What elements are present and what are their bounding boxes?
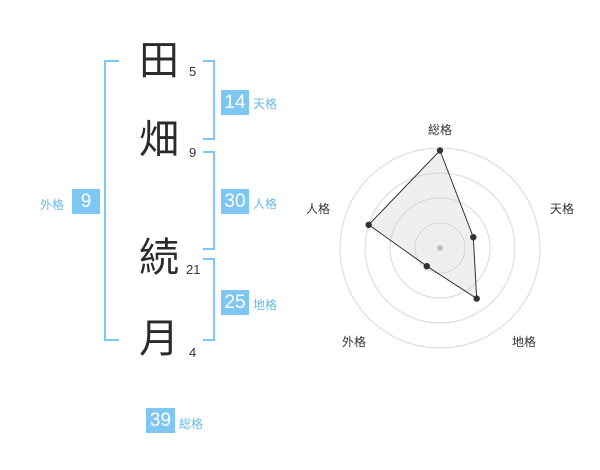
soukaku-label: 総格 bbox=[179, 417, 204, 431]
radar-ring bbox=[389, 197, 491, 299]
tenkaku-value: 14 bbox=[221, 90, 249, 115]
radar-point-1 bbox=[436, 147, 444, 154]
tenkaku-label: 天格 bbox=[253, 97, 278, 111]
radar-label-chikaku: 地格 bbox=[512, 334, 536, 349]
radar-label-tenkaku: 天格 bbox=[550, 201, 574, 216]
chikaku-value: 25 bbox=[221, 290, 249, 315]
name-char-1: 田 bbox=[139, 38, 179, 84]
radar-polygon bbox=[367, 149, 478, 300]
chikaku-label: 地格 bbox=[253, 298, 278, 312]
radar-label-jinkaku: 人格 bbox=[306, 201, 330, 216]
gaikaku-value: 9 bbox=[72, 189, 100, 214]
radar-point-4 bbox=[423, 263, 430, 270]
radar-label-gaikaku: 外格 bbox=[342, 334, 366, 349]
name-char-3: 続 bbox=[139, 235, 179, 281]
stroke-count-3: 21 bbox=[186, 262, 201, 277]
name-char-4: 月 bbox=[139, 316, 179, 362]
stroke-count-2: 9 bbox=[189, 145, 197, 160]
soukaku-value: 39 bbox=[146, 408, 175, 433]
jinkaku-bracket bbox=[203, 151, 215, 250]
radar-point-2 bbox=[470, 234, 477, 241]
gaikaku-bracket bbox=[104, 60, 119, 341]
radar-point-5 bbox=[365, 221, 372, 228]
radar-label-soukaku: 総格 bbox=[428, 122, 452, 137]
radar-ring bbox=[414, 222, 466, 274]
jinkaku-label: 人格 bbox=[253, 197, 278, 211]
radar-center-dot bbox=[437, 245, 443, 251]
jinkaku-value: 30 bbox=[221, 189, 249, 214]
gaikaku-label: 外格 bbox=[40, 198, 65, 212]
radar-ring bbox=[364, 172, 516, 324]
tenkaku-bracket bbox=[203, 60, 215, 140]
stroke-count-1: 5 bbox=[189, 64, 197, 79]
radar-point-3 bbox=[473, 295, 480, 302]
stroke-count-4: 4 bbox=[189, 345, 197, 360]
chikaku-bracket bbox=[203, 258, 215, 341]
radar-points bbox=[365, 147, 480, 302]
name-char-2: 畑 bbox=[139, 117, 179, 163]
